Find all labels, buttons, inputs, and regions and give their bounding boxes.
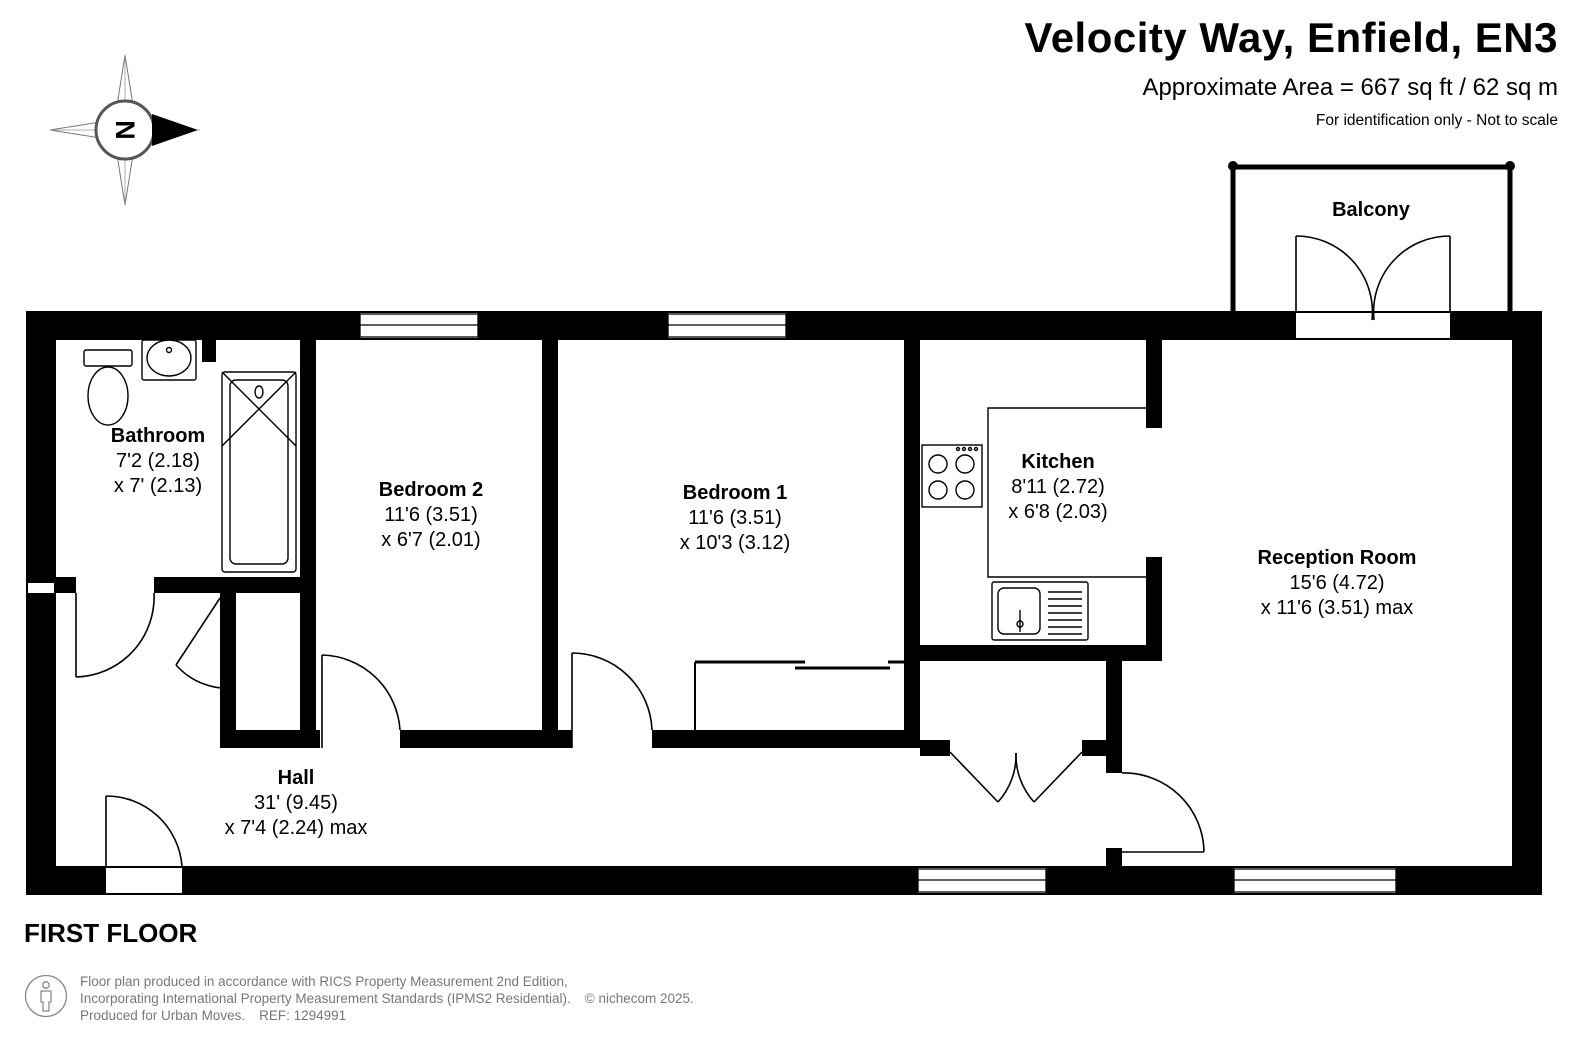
balcony-outline (1228, 161, 1515, 312)
footer-ref: REF: 1294991 (259, 1008, 347, 1023)
room-label-bedroom-1: Bedroom 1 11'6 (3.51) x 10'3 (3.12) (680, 481, 791, 556)
scale-disclaimer: For identification only - Not to scale (1315, 112, 1558, 129)
footer-line: Incorporating International Property Mea… (80, 990, 694, 1007)
room-dimension: x 6'7 (2.01) (381, 529, 481, 551)
bathroom-fixtures (83, 339, 297, 573)
compass-icon: N (49, 54, 200, 206)
room-name: Reception Room (1257, 547, 1417, 569)
room-label-balcony: Balcony (1332, 198, 1410, 223)
room-dimension: x 6'8 (2.03) (1008, 501, 1108, 523)
sink-icon (991, 581, 1089, 641)
kitchen-fixtures (921, 407, 1146, 641)
hob-icon (921, 444, 983, 508)
room-name: Hall (277, 767, 315, 789)
room-dimension: 7'2 (2.18) (116, 450, 200, 472)
room-dimension: x 7' (2.13) (113, 475, 203, 497)
footer-standards: Incorporating International Property Mea… (80, 991, 571, 1006)
compass-letter: N (110, 120, 140, 140)
property-title: Velocity Way, Enfield, EN3 (1024, 14, 1558, 61)
wardrobe (694, 660, 904, 730)
room-dimension: x 7'4 (2.24) max (224, 817, 368, 839)
room-dimension: 11'6 (3.51) (688, 507, 782, 529)
room-label-hall: Hall 31' (9.45) x 7'4 (2.24) max (225, 766, 368, 841)
room-label-reception-room: Reception Room 15'6 (4.72) x 11'6 (3.51)… (1258, 546, 1417, 621)
room-dimension: 15'6 (4.72) (1289, 572, 1385, 594)
footer-line: Floor plan produced in accordance with R… (80, 974, 568, 989)
room-dimension: 31' (9.45) (254, 792, 338, 814)
room-name: Bedroom 1 (682, 482, 788, 504)
room-dimension: x 10'3 (3.12) (679, 532, 791, 554)
footer-notes: Floor plan produced in accordance with R… (80, 973, 694, 1024)
footer-produced-for: Produced for Urban Moves. (80, 1008, 246, 1023)
room-dimension: x 11'6 (3.51) max (1260, 597, 1414, 619)
room-label-bedroom-2: Bedroom 2 11'6 (3.51) x 6'7 (2.01) (379, 478, 483, 553)
room-label-kitchen: Kitchen 8'11 (2.72) x 6'8 (2.03) (1008, 450, 1107, 525)
approximate-area: Approximate Area = 667 sq ft / 62 sq m (1142, 74, 1558, 101)
person-icon (24, 974, 68, 1018)
toilet-icon (87, 366, 129, 426)
room-dimension: 8'11 (2.72) (1011, 476, 1105, 498)
footer-line: Produced for Urban Moves. REF: 1294991 (80, 1007, 694, 1024)
basin-icon (141, 339, 197, 381)
windows (359, 313, 1397, 893)
room-label-bathroom: Bathroom 7'2 (2.18) x 7' (2.13) (111, 424, 205, 499)
doors (75, 235, 1451, 867)
floor-label: FIRST FLOOR (24, 918, 198, 948)
room-name: Kitchen (1021, 451, 1095, 473)
room-name: Bathroom (110, 425, 206, 447)
room-name: Bedroom 2 (378, 479, 484, 501)
room-dimension: 11'6 (3.51) (384, 504, 478, 526)
copyright: © nichecom 2025. (584, 991, 694, 1006)
bath-icon (221, 371, 297, 573)
interior-walls (56, 340, 1162, 866)
room-name: Balcony (1332, 199, 1410, 221)
